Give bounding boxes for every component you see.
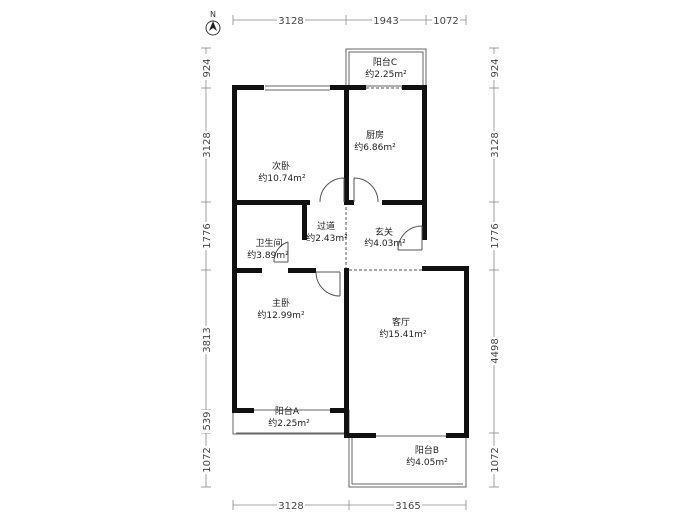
dim-left-6: 1072	[202, 447, 213, 472]
dim-bottom-2: 3165	[395, 501, 420, 512]
room-kitchen: 厨房 约6.86m²	[354, 129, 396, 153]
room-area: 约4.05m²	[406, 456, 448, 468]
door-second-bedroom	[319, 177, 345, 203]
dim-right-1: 924	[490, 58, 501, 77]
room-area: 约10.74m²	[258, 172, 306, 184]
room-bathroom: 卫生间 约3.89m²	[247, 237, 289, 261]
room-balcony-c: 阳台C 约2.25m²	[365, 56, 407, 80]
dim-left-5: 539	[202, 411, 213, 430]
room-area: 约15.41m²	[379, 328, 427, 340]
dim-right-3: 1776	[490, 223, 501, 248]
dim-left-3: 1776	[202, 223, 213, 248]
room-living-room: 客厅 约15.41m²	[379, 316, 427, 340]
dim-right-5: 1072	[490, 447, 501, 472]
right-dimension-labels: 924 3128 1776 4498 1072	[487, 54, 501, 474]
room-area: 约2.25m²	[268, 417, 310, 429]
room-name: 过道	[317, 220, 335, 232]
room-name: 玄关	[375, 226, 393, 238]
dim-left-4: 3813	[202, 327, 213, 352]
dim-left-1: 924	[202, 58, 213, 77]
compass-label: N	[210, 10, 216, 19]
room-area: 约3.89m²	[247, 249, 289, 261]
dim-top-1: 3128	[278, 16, 303, 27]
door-entrance	[397, 225, 423, 251]
room-hallway: 过道 约2.43m²	[306, 220, 348, 244]
left-dimension-labels: 924 3128 1776 3813 539 1072	[199, 54, 213, 474]
room-name: 厨房	[366, 129, 384, 141]
dim-left-2: 3128	[202, 132, 213, 157]
door-bathroom	[273, 241, 289, 263]
room-second-bedroom: 次卧 约10.74m²	[258, 160, 306, 184]
thick-walls	[232, 85, 469, 438]
room-name: 卫生间	[255, 237, 282, 249]
room-entrance: 玄关 约4.03m²	[364, 226, 406, 249]
room-name: 阳台B	[415, 444, 439, 456]
door-master-bedroom	[315, 271, 341, 297]
room-area: 约2.43m²	[306, 232, 348, 244]
doors	[273, 177, 423, 297]
room-area: 约12.99m²	[257, 309, 305, 321]
room-name: 次卧	[272, 160, 290, 172]
room-name: 客厅	[392, 316, 410, 328]
dim-bottom-1: 3128	[278, 501, 303, 512]
north-arrow-icon: N	[205, 10, 221, 36]
door-kitchen	[353, 177, 379, 203]
room-name: 主卧	[272, 297, 290, 309]
dim-top-2: 1943	[373, 16, 398, 27]
room-name: 阳台C	[373, 56, 397, 68]
room-area: 约2.25m²	[365, 68, 407, 80]
dim-right-4: 4498	[490, 338, 501, 363]
room-name: 阳台A	[275, 405, 300, 417]
room-area: 约6.86m²	[354, 141, 396, 153]
dim-top-3: 1072	[433, 16, 458, 27]
room-balcony-a: 阳台A 约2.25m²	[268, 405, 310, 429]
room-balcony-b: 阳台B 约4.05m²	[406, 444, 448, 468]
thin-walls	[232, 48, 467, 488]
room-area: 约4.03m²	[364, 237, 406, 249]
open-boundaries	[345, 87, 422, 271]
dim-right-2: 3128	[490, 132, 501, 157]
room-master-bedroom: 主卧 约12.99m²	[257, 297, 305, 321]
